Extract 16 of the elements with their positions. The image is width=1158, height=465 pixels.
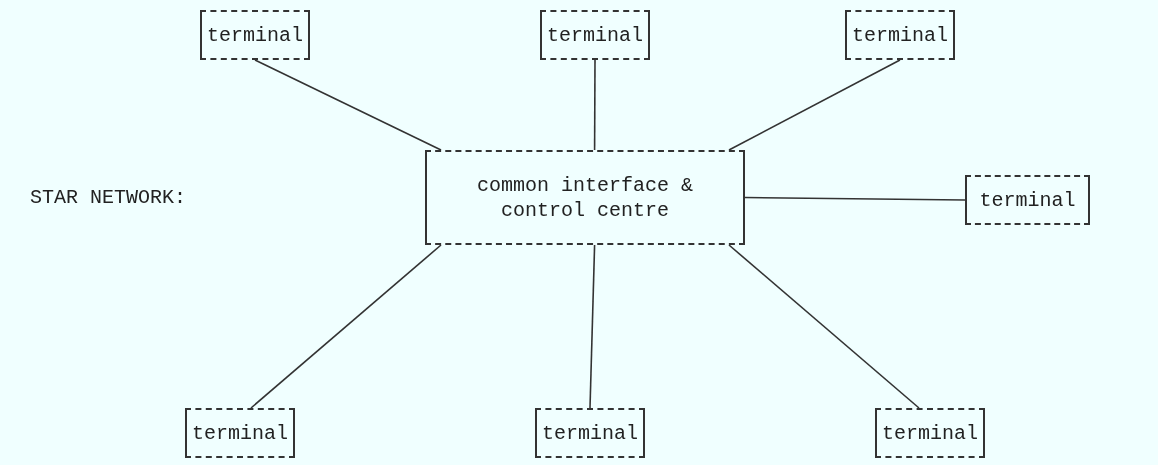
connector-line xyxy=(728,244,920,409)
terminal-box: terminal xyxy=(965,175,1090,225)
connector-line xyxy=(728,59,901,151)
terminal-box: terminal xyxy=(535,408,645,458)
diagram-heading: STAR NETWORK: xyxy=(30,186,187,209)
connector-line xyxy=(254,59,442,151)
connector-line xyxy=(744,196,966,201)
hub-box: common interface & control centre xyxy=(425,150,745,245)
terminal-box: terminal xyxy=(845,10,955,60)
terminal-box: terminal xyxy=(875,408,985,458)
connector-line xyxy=(593,59,596,151)
connector-line xyxy=(589,244,596,409)
terminal-box: terminal xyxy=(200,10,310,60)
terminal-box: terminal xyxy=(540,10,650,60)
terminal-box: terminal xyxy=(185,408,295,458)
connector-line xyxy=(250,244,442,409)
